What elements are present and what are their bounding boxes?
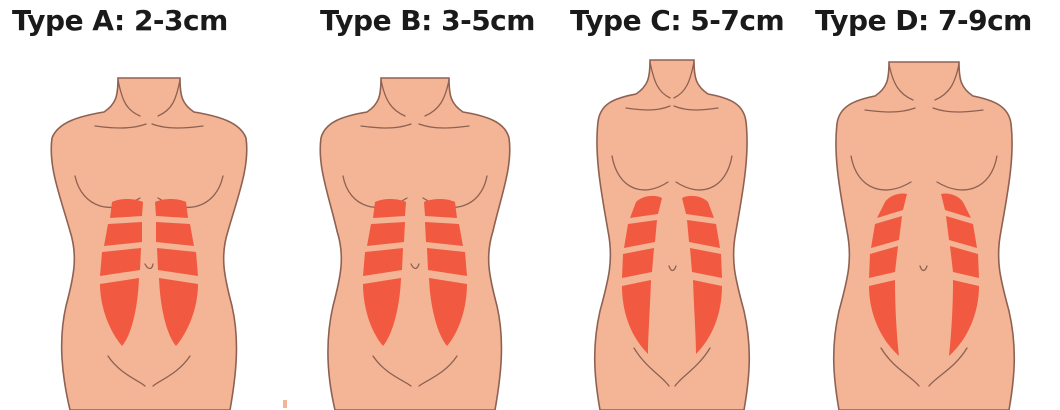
abs-left-1 [110, 199, 143, 218]
abs-left-2 [367, 222, 405, 246]
torso-illustration-type-b [265, 56, 530, 410]
figure-type-b: Type B: 3-5cm [265, 0, 530, 410]
torso-illustration-type-c [530, 56, 795, 410]
abs-right-1 [424, 199, 457, 218]
type-a-label: Type A: 2-3cm [12, 4, 277, 37]
figure-type-c: Type C: 5-7cm [530, 0, 795, 410]
torso-illustration-type-a [0, 56, 265, 410]
abs-right-2 [425, 222, 463, 246]
abs-left-1 [373, 199, 406, 218]
body-outline [51, 78, 247, 410]
body-outline [595, 60, 750, 410]
type-d-label: Type D: 7-9cm [815, 4, 1060, 37]
abs-left-2 [104, 222, 142, 246]
abs-right-1 [155, 199, 188, 218]
stray-mark [283, 400, 287, 408]
abs-right-2 [156, 222, 194, 246]
body-outline [320, 78, 510, 410]
figure-type-d: Type D: 7-9cm [795, 0, 1060, 410]
torso-illustration-type-d [795, 56, 1060, 410]
body-outline [834, 62, 1015, 410]
figure-type-a: Type A: 2-3cm [0, 0, 265, 410]
